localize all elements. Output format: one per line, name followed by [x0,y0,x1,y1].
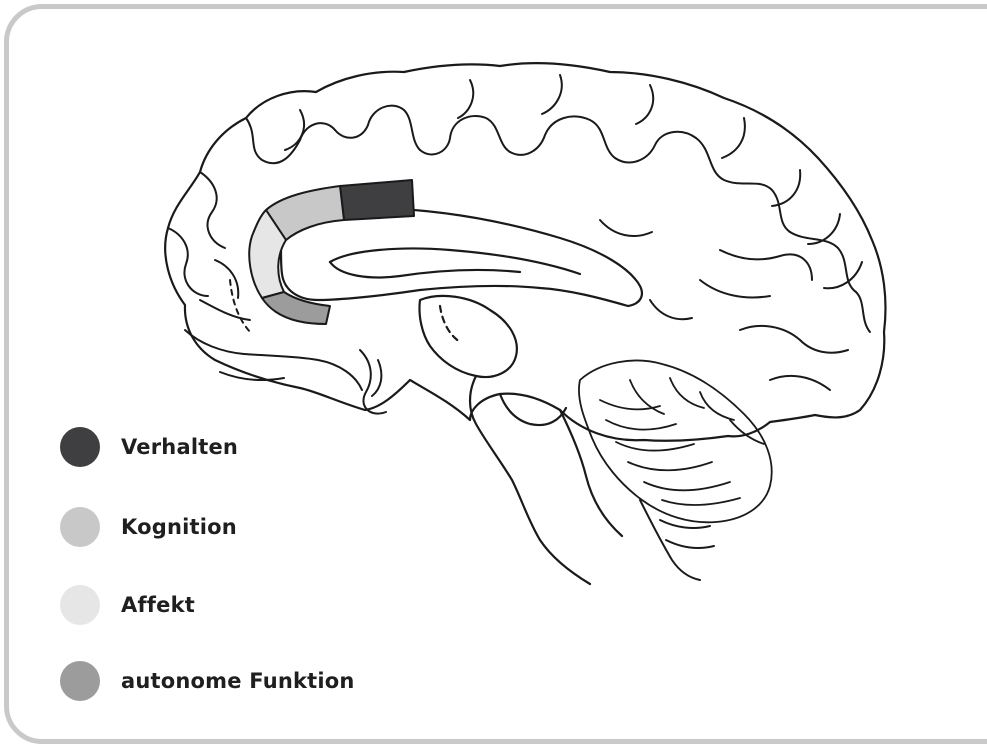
legend-item-affekt: Affekt [60,583,195,627]
corpus-callosum [280,208,642,306]
legend-label: Affekt [121,593,195,617]
region-autonome-funktion [262,292,330,324]
legend-item-verhalten: Verhalten [60,425,238,469]
legend-label: Kognition [121,515,237,539]
region-verhalten [340,180,414,220]
legend-swatch-autonome-funktion [60,661,100,701]
legend-item-autonome-funktion: autonome Funktion [60,659,355,703]
pons [640,500,714,580]
legend-label: autonome Funktion [121,669,355,693]
legend-swatch-verhalten [60,427,100,467]
legend-item-kognition: Kognition [60,505,237,549]
legend-swatch-kognition [60,507,100,547]
legend-label: Verhalten [121,435,238,459]
brainstem [419,296,622,584]
legend-swatch-affekt [60,585,100,625]
